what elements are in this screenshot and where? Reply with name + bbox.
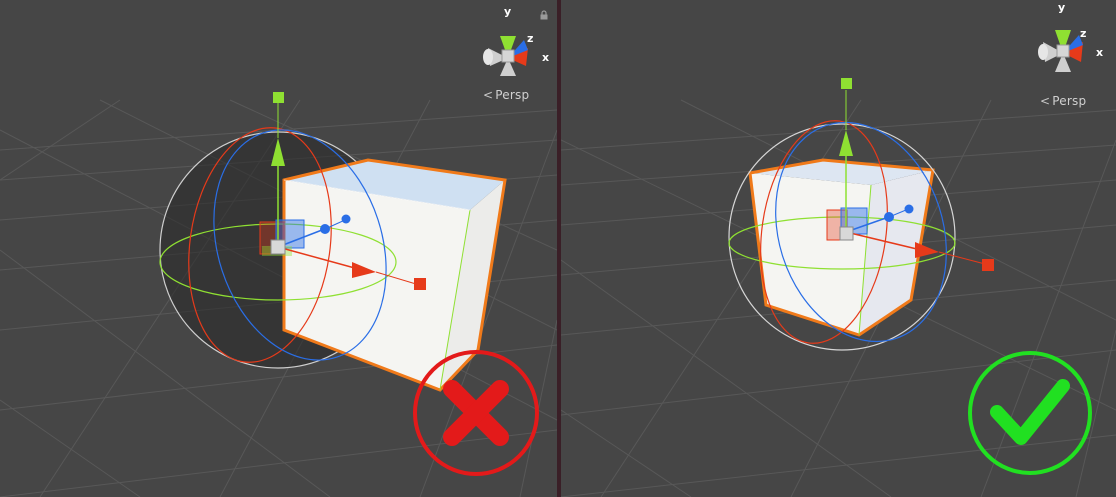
selected-cube[interactable] (282, 158, 507, 392)
selected-cube[interactable] (748, 158, 935, 337)
camera-mode-label: Persp (495, 88, 530, 102)
camera-mode-toggle[interactable]: <Persp (1040, 94, 1086, 108)
orientation-label-y: y (1058, 1, 1066, 14)
y-arrow-head (839, 130, 853, 156)
x-arrow-head (352, 262, 376, 278)
rotation-ring-x[interactable] (747, 112, 901, 351)
scene-orientation-gizmo[interactable] (1038, 30, 1083, 72)
viewport-divider (557, 0, 561, 497)
scene-canvas-left (0, 36, 557, 497)
move-gizmo[interactable] (826, 130, 939, 258)
scene-canvas-right (561, 30, 1116, 497)
scale-handles[interactable] (841, 78, 994, 271)
rotation-ring-z[interactable] (186, 107, 415, 382)
orientation-label-z: z (527, 32, 534, 45)
orientation-label-x: x (542, 51, 550, 64)
rotation-ring-z[interactable] (748, 100, 973, 364)
x-arrow-head (915, 242, 939, 258)
scale-handle-y (273, 92, 284, 103)
move-gizmo[interactable] (259, 138, 376, 278)
scene-orientation-gizmo[interactable] (483, 36, 528, 76)
scale-handle-y (841, 78, 852, 89)
lock-icon[interactable] (539, 10, 549, 20)
scale-handle-x (982, 259, 994, 271)
scale-handles[interactable] (273, 92, 426, 290)
camera-mode-label: Persp (1052, 94, 1087, 108)
scale-handle-x (414, 278, 426, 290)
scene-view-left[interactable]: y z x <Persp (0, 0, 557, 497)
orientation-label-y: y (504, 5, 512, 18)
scene-view-right[interactable]: y z x <Persp (561, 0, 1116, 497)
scale-handle-z (904, 204, 914, 214)
orientation-label-z: z (1080, 27, 1087, 40)
rotation-ring-y[interactable] (728, 216, 956, 270)
perspective-chevron-icon: < (1040, 94, 1051, 108)
perspective-chevron-icon: < (483, 88, 494, 102)
rotation-ring-x[interactable] (174, 118, 345, 371)
orientation-label-x: x (1096, 46, 1104, 59)
scale-handle-z (341, 214, 351, 224)
red-x-icon (413, 350, 539, 476)
green-check-icon (968, 351, 1092, 475)
camera-mode-toggle[interactable]: <Persp (483, 88, 529, 102)
rotation-sphere (728, 123, 956, 351)
y-arrow-head (271, 138, 285, 166)
